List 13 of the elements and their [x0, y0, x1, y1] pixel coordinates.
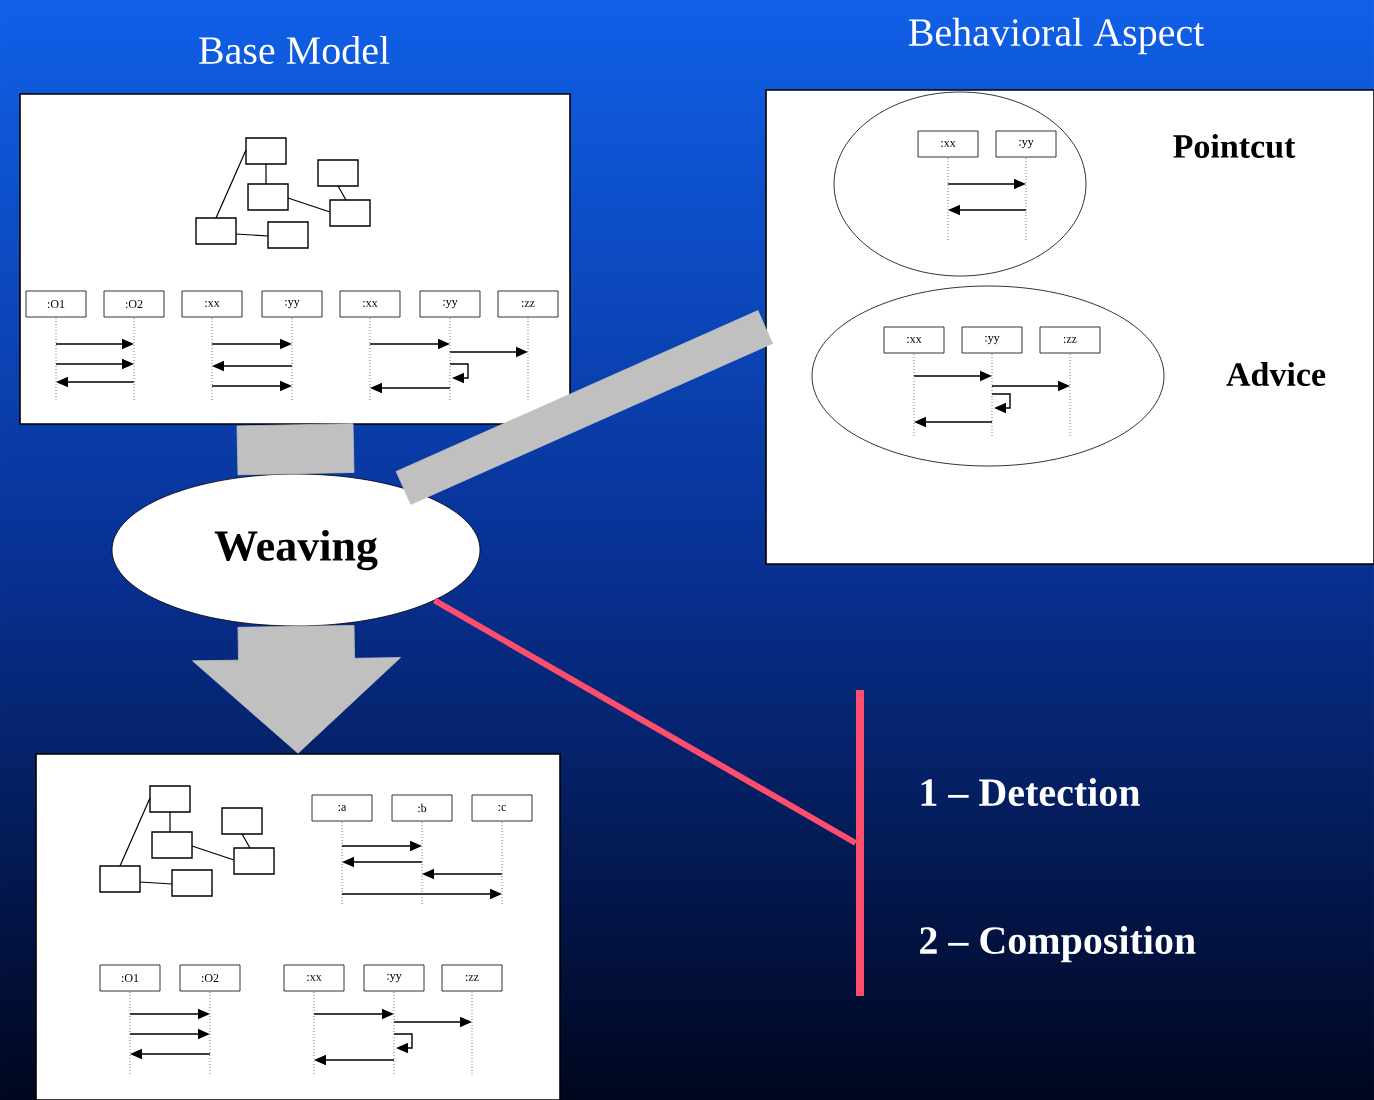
step-label: 1 – Detection — [921, 777, 1140, 807]
bar — [856, 690, 864, 996]
result-panel — [35, 753, 561, 1100]
connector — [192, 625, 401, 754]
connector — [236, 423, 355, 476]
ellipse-label: Advice — [1226, 362, 1326, 386]
ellipse-label: Pointcut — [1173, 134, 1296, 158]
connector — [433, 597, 858, 846]
node-label: Behavioral Aspect — [908, 17, 1205, 55]
connector — [395, 310, 773, 505]
node-label: Base Model — [199, 35, 390, 65]
ellipse — [833, 91, 1087, 277]
step-label: 2 – Composition — [920, 925, 1196, 963]
